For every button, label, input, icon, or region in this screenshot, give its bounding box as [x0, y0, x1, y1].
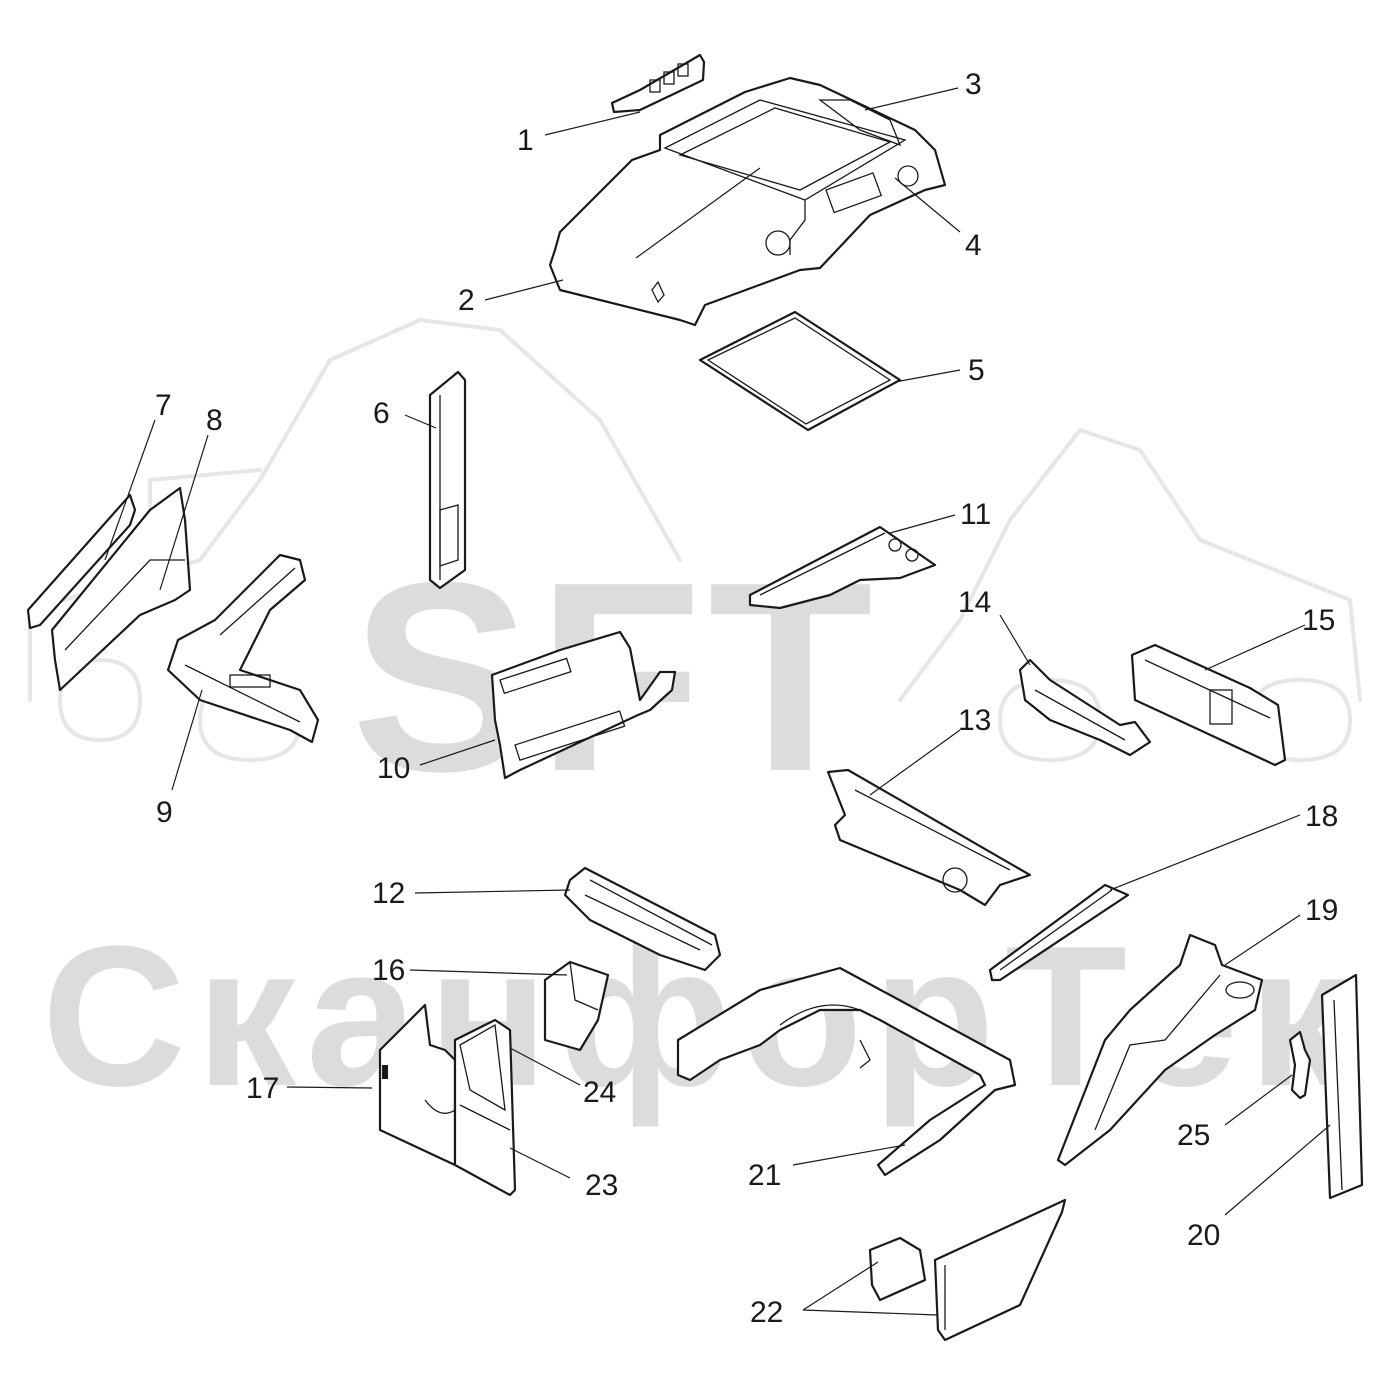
part-13: [826, 768, 1032, 907]
leader-lines: [104, 87, 1331, 1316]
callout-10: 10: [377, 752, 410, 785]
part-15: [1130, 643, 1287, 767]
part-19: [1056, 933, 1264, 1167]
part-17: [378, 1003, 457, 1167]
callout-8: 8: [206, 404, 223, 437]
part-23-24: [453, 1018, 517, 1197]
callout-11: 11: [960, 498, 991, 531]
part-25: [1288, 1030, 1312, 1100]
part-10: [490, 630, 677, 780]
callout-9: 9: [156, 796, 173, 829]
callout-numbers: 1 2 3 4 5 6 7 8 9 10 11 12 13 14 15 16 1…: [155, 68, 1338, 1329]
part-20: [1320, 973, 1364, 1200]
callout-4: 4: [965, 229, 982, 262]
callout-18: 18: [1305, 800, 1338, 833]
callout-22: 22: [750, 1296, 783, 1329]
part-14: [1018, 658, 1152, 757]
part-1: [610, 53, 706, 114]
callout-20: 20: [1187, 1219, 1220, 1252]
callout-14: 14: [958, 586, 991, 619]
callout-19: 19: [1305, 894, 1338, 927]
part-8: [50, 486, 192, 692]
part-6: [428, 370, 467, 590]
part-9: [166, 553, 320, 744]
part-22: [868, 1198, 1067, 1342]
callout-7: 7: [155, 389, 172, 422]
part-21: [676, 966, 1017, 1177]
callout-16: 16: [372, 954, 405, 987]
callout-21: 21: [748, 1159, 781, 1192]
callout-1: 1: [517, 124, 534, 157]
part-7: [26, 493, 137, 630]
callout-25: 25: [1177, 1119, 1210, 1152]
callout-12: 12: [372, 877, 405, 910]
callout-6: 6: [373, 397, 390, 430]
part-18: [988, 883, 1130, 982]
part-5: [698, 310, 902, 432]
callout-23: 23: [585, 1169, 618, 1202]
part-2-3-4: [548, 76, 947, 327]
callout-2: 2: [458, 284, 475, 317]
callout-17: 17: [246, 1072, 279, 1105]
callout-15: 15: [1302, 604, 1335, 637]
callout-5: 5: [968, 354, 985, 387]
callout-13: 13: [958, 704, 991, 737]
part-11: [748, 525, 937, 610]
callout-3: 3: [965, 68, 982, 101]
part-12: [563, 866, 722, 972]
part-16: [543, 960, 610, 1052]
callout-24: 24: [583, 1076, 616, 1109]
parts: [26, 53, 1364, 1342]
